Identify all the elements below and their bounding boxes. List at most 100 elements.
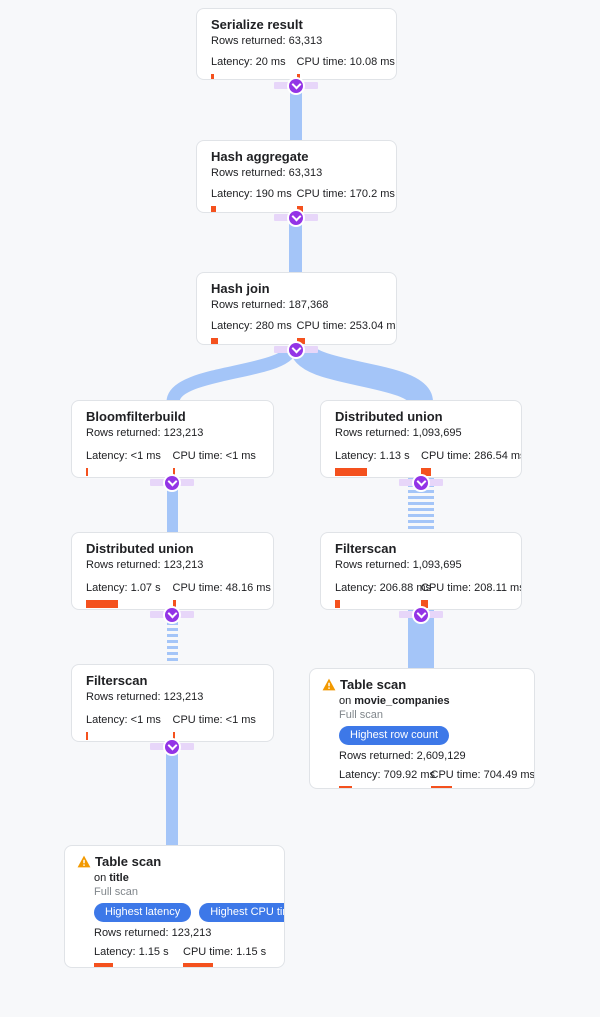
plan-node-hash-aggregate[interactable]: Hash aggregate Rows returned: 63,313 Lat…: [196, 140, 397, 213]
badge-highest-cpu-time: Highest CPU time: [199, 903, 284, 922]
insight-badges: Highest latency Highest CPU time: [94, 903, 284, 922]
plan-node-filterscan-right[interactable]: Filterscan Rows returned: 1,093,695 Late…: [320, 532, 522, 610]
metrics-row: Latency: <1 ms CPU time: <1 ms: [86, 450, 259, 476]
latency-label: Latency: 709.92 ms: [339, 769, 436, 781]
plan-node-distributed-union-right[interactable]: Distributed union Rows returned: 1,093,6…: [320, 400, 522, 478]
collapse-node-button[interactable]: [289, 79, 303, 93]
metrics-row: Latency: 709.92 ms CPU time: 704.49 ms: [339, 769, 535, 788]
collapse-node-button[interactable]: [414, 608, 428, 622]
rows-returned: Rows returned: 63,313: [211, 167, 323, 179]
latency-label: Latency: 1.07 s: [86, 582, 161, 594]
collapse-node-button[interactable]: [289, 343, 303, 357]
metrics-row: Latency: 206.88 ms CPU time: 208.11 ms: [335, 582, 521, 608]
rows-returned: Rows returned: 63,313: [211, 35, 323, 47]
metrics-row: Latency: 190 ms CPU time: 170.2 ms: [211, 188, 395, 212]
latency-label: Latency: <1 ms: [86, 714, 161, 726]
warning-icon: [322, 678, 336, 691]
rows-returned: Rows returned: 123,213: [86, 427, 204, 439]
collapse-node-button[interactable]: [289, 211, 303, 225]
rows-returned: Rows returned: 123,213: [86, 691, 204, 703]
chevron-down-icon: [291, 79, 301, 90]
metrics-row: Latency: 280 ms CPU time: 253.04 ms: [211, 320, 397, 344]
latency-label: Latency: 206.88 ms: [335, 582, 432, 594]
rows-returned: Rows returned: 2,609,129: [339, 750, 466, 762]
node-title: Bloomfilterbuild: [86, 409, 186, 424]
cpu-time-label: CPU time: 286.54 ms: [421, 450, 522, 462]
latency-label: Latency: 1.13 s: [335, 450, 410, 462]
cpu-time-label: CPU time: 10.08 ms: [296, 56, 395, 68]
plan-node-serialize-result[interactable]: Serialize result Rows returned: 63,313 L…: [196, 8, 397, 80]
edge-bloomfilter-to-union: [167, 478, 178, 532]
metrics-row: Latency: 20 ms CPU time: 10.08 ms: [211, 56, 395, 79]
rows-returned: Rows returned: 187,368: [211, 299, 329, 311]
collapse-node-button[interactable]: [165, 740, 179, 754]
latency-bar: [335, 468, 367, 476]
chevron-down-icon: [291, 211, 301, 222]
collapse-node-button[interactable]: [165, 608, 179, 622]
cpu-time-bar: [421, 468, 431, 476]
cpu-time-bar: [296, 74, 300, 79]
cpu-time-label: CPU time: <1 ms: [172, 714, 256, 726]
chevron-down-icon: [416, 476, 426, 487]
latency-bar: [211, 74, 214, 79]
latency-bar: [335, 600, 340, 608]
node-title: Table scan: [95, 854, 162, 869]
plan-node-distributed-union-left[interactable]: Distributed union Rows returned: 123,213…: [71, 532, 274, 610]
table-name: movie_companies: [354, 695, 450, 707]
chevron-down-icon: [167, 608, 177, 619]
chevron-down-icon: [167, 740, 177, 751]
metrics-row: Latency: <1 ms CPU time: <1 ms: [86, 714, 259, 740]
plan-node-bloomfilterbuild[interactable]: Bloomfilterbuild Rows returned: 123,213 …: [71, 400, 274, 478]
latency-bar: [211, 206, 216, 212]
collapse-node-button[interactable]: [414, 476, 428, 490]
plan-node-hash-join[interactable]: Hash join Rows returned: 187,368 Latency…: [196, 272, 397, 345]
chevron-down-icon: [416, 608, 426, 619]
latency-label: Latency: 20 ms: [211, 56, 286, 68]
latency-bar: [86, 732, 88, 740]
metrics-row: Latency: 1.13 s CPU time: 286.54 ms: [335, 450, 522, 476]
latency-label: Latency: 1.15 s: [94, 946, 169, 958]
cpu-time-label: CPU time: 253.04 ms: [296, 320, 397, 332]
latency-bar: [94, 963, 113, 967]
cpu-time-label: CPU time: <1 ms: [172, 450, 256, 462]
latency-bar: [211, 338, 218, 344]
plan-node-filterscan-left[interactable]: Filterscan Rows returned: 123,213 Latenc…: [71, 664, 274, 742]
cpu-time-label: CPU time: 48.16 ms: [172, 582, 271, 594]
cpu-time-bar: [172, 732, 175, 740]
node-title: Distributed union: [335, 409, 443, 424]
cpu-time-bar: [172, 600, 176, 608]
warning-icon: [77, 855, 91, 868]
collapse-node-button[interactable]: [165, 476, 179, 490]
chevron-down-icon: [167, 476, 177, 487]
cpu-time-bar: [430, 786, 452, 788]
latency-bar: [339, 786, 352, 788]
rows-returned: Rows returned: 1,093,695: [335, 427, 462, 439]
metrics-row: Latency: 1.07 s CPU time: 48.16 ms: [86, 582, 271, 608]
cpu-time-bar: [296, 206, 303, 212]
edge-serialize-to-aggregate: [290, 80, 302, 140]
node-title: Filterscan: [335, 541, 397, 556]
latency-label: Latency: 190 ms: [211, 188, 292, 200]
node-title: Hash aggregate: [211, 149, 309, 164]
node-title: Hash join: [211, 281, 270, 296]
table-name: title: [109, 872, 129, 884]
rows-returned: Rows returned: 123,213: [94, 927, 212, 939]
cpu-time-label: CPU time: 170.2 ms: [296, 188, 395, 200]
rows-returned: Rows returned: 123,213: [86, 559, 204, 571]
cpu-time-bar: [183, 963, 213, 967]
cpu-time-bar: [172, 468, 175, 476]
cpu-time-label: CPU time: 704.49 ms: [430, 769, 535, 781]
latency-bar: [86, 468, 88, 476]
node-title: Serialize result: [211, 17, 303, 32]
scan-mode: Full scan: [94, 886, 139, 898]
edge-aggregate-to-join: [289, 213, 302, 272]
chevron-down-icon: [291, 343, 301, 354]
rows-returned: Rows returned: 1,093,695: [335, 559, 462, 571]
edge-filterscan-to-tablescan: [166, 742, 178, 846]
